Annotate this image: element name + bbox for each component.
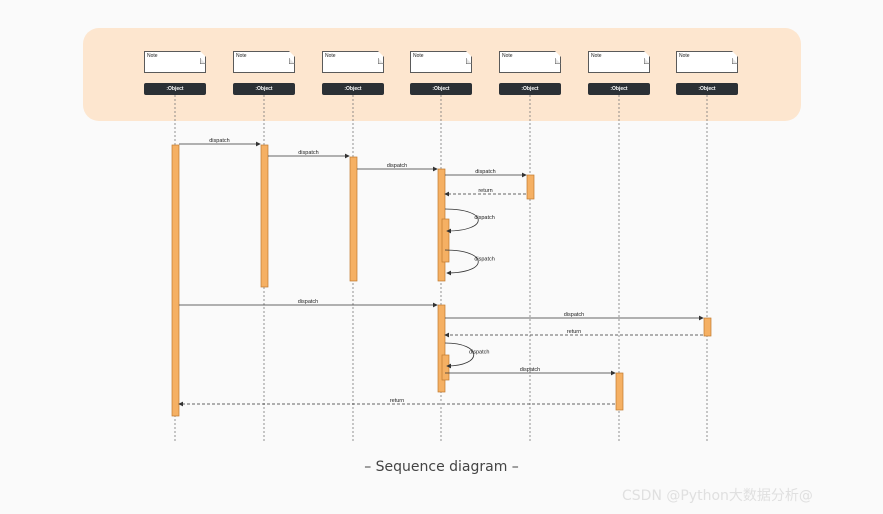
message-13: return	[178, 398, 615, 407]
self-call-arrow	[444, 208, 479, 234]
object-box-5: :Object	[499, 83, 561, 95]
message-4: dispatch	[445, 169, 527, 178]
object-box-1: :Object	[144, 83, 206, 95]
self-call-arrow	[444, 249, 479, 276]
message-2: dispatch	[268, 150, 350, 159]
message-label: return	[478, 188, 492, 194]
message-label: dispatch	[209, 138, 230, 144]
activation-bar	[349, 156, 358, 282]
header-band	[83, 28, 801, 121]
activation-bar	[437, 304, 446, 393]
note-5: Note	[499, 51, 561, 73]
object-box-7: :Object	[676, 83, 738, 95]
message-3: dispatch	[357, 163, 438, 172]
object-box-6: :Object	[588, 83, 650, 95]
message-label: return	[390, 398, 404, 404]
message-12: dispatch	[445, 367, 616, 376]
message-label: dispatch	[387, 163, 408, 169]
message-11: dispatch	[444, 342, 490, 369]
message-7: dispatch	[444, 249, 495, 276]
message-8: dispatch	[179, 299, 438, 308]
note-3: Note	[322, 51, 384, 73]
self-call-arrow	[444, 342, 475, 369]
message-label: dispatch	[469, 350, 490, 356]
message-label: dispatch	[475, 169, 496, 175]
message-1: dispatch	[179, 138, 261, 147]
message-label: dispatch	[474, 257, 495, 263]
message-label: return	[567, 329, 581, 335]
activation-bar	[526, 174, 535, 200]
activation-bar	[703, 317, 712, 337]
object-box-4: :Object	[410, 83, 472, 95]
message-label: dispatch	[564, 312, 585, 318]
message-label: dispatch	[520, 367, 541, 373]
watermark: CSDN @Python大数据分析@	[622, 488, 813, 504]
note-2: Note	[233, 51, 295, 73]
diagram-caption: – Sequence diagram –	[364, 459, 519, 475]
message-label: dispatch	[474, 215, 495, 221]
activation-bar	[441, 354, 450, 381]
message-label: dispatch	[298, 299, 319, 305]
note-7: Note	[676, 51, 738, 73]
message-6: dispatch	[444, 208, 495, 234]
message-10: return	[444, 329, 703, 338]
object-box-2: :Object	[233, 83, 295, 95]
message-label: dispatch	[298, 150, 319, 156]
object-box-3: :Object	[322, 83, 384, 95]
activation-bar	[441, 218, 450, 263]
activation-bar	[171, 144, 180, 417]
message-5: return	[444, 188, 526, 197]
activation-bar	[260, 144, 269, 288]
activation-bar	[615, 372, 624, 411]
message-9: dispatch	[445, 312, 704, 321]
